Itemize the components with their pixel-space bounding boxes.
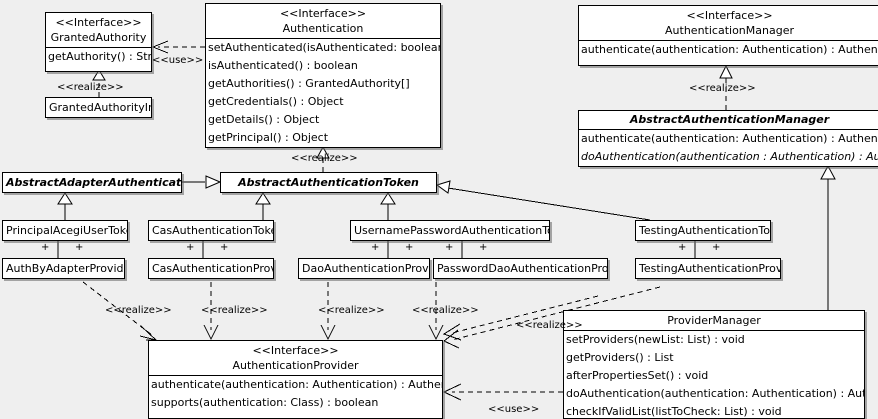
stereotype-label: <<Interface>> [279, 7, 367, 20]
edge-label: <<realize>> [318, 305, 385, 316]
edge-label: <<use>> [488, 404, 540, 415]
association-plus-marker: + [479, 242, 488, 253]
class-box-authentication[interactable]: <<Interface>> Authentication setAuthenti… [205, 3, 441, 148]
class-name: DaoAuthenticationProvider [302, 262, 429, 275]
class-name: GrantedAuthorityImpl [49, 101, 151, 114]
class-name: CasAuthenticationToken [152, 224, 273, 237]
class-box-dao-authentication-provider[interactable]: DaoAuthenticationProvider [298, 258, 430, 279]
class-box-auth-by-adapter-provider[interactable]: AuthByAdapterProvider [2, 258, 125, 279]
association-plus-marker: + [405, 242, 414, 253]
class-name: AbstractAdapterAuthenticationToken [6, 176, 181, 189]
operation: authenticate(authentication: Authenticat… [151, 378, 442, 391]
operation: doAuthentication(authentication: Authent… [566, 387, 864, 400]
class-name: AbstractAuthenticationManager [629, 113, 830, 126]
association-plus-marker: + [220, 242, 229, 253]
class-name: AuthByAdapterProvider [6, 262, 124, 275]
class-header-abstract-authentication-manager: AbstractAuthenticationManager [579, 111, 878, 129]
class-box-authentication-provider[interactable]: <<Interface>> AuthenticationProvider aut… [148, 340, 443, 419]
class-name: AuthenticationProvider [232, 359, 359, 372]
edge-label: <<realize>> [291, 153, 358, 164]
class-box-username-password-authentication-token[interactable]: UsernamePasswordAuthenticationToken [350, 220, 550, 241]
class-name: TestingAuthenticationToken [639, 224, 770, 237]
operations-compartment: authenticate(authentication: Authenticat… [579, 40, 878, 59]
class-box-testing-authentication-provider[interactable]: TestingAuthenticationProvider [635, 258, 781, 279]
operation: getCredentials() : Object [208, 95, 344, 108]
edge-label: <<realize>> [689, 83, 756, 94]
class-name: PasswordDaoAuthenticationProvider [437, 262, 607, 275]
edge-label: <<realize>> [57, 82, 124, 93]
class-name: TestingAuthenticationProvider [639, 262, 780, 275]
class-box-authentication-manager[interactable]: <<Interface>> AuthenticationManager auth… [578, 5, 878, 66]
edge-label: <<realize>> [516, 320, 583, 331]
association-plus-marker: + [712, 242, 721, 253]
class-box-password-dao-authentication-provider[interactable]: PasswordDaoAuthenticationProvider [433, 258, 608, 279]
class-name: AbstractAuthenticationToken [238, 176, 419, 189]
association-plus-marker: + [371, 242, 380, 253]
operation: getAuthority() : String [48, 50, 151, 63]
class-box-granted-authority[interactable]: <<Interface>> GrantedAuthority getAuthor… [45, 12, 152, 72]
association-plus-marker: + [678, 242, 687, 253]
class-box-granted-authority-impl[interactable]: GrantedAuthorityImpl [45, 97, 152, 118]
edge-label: <<realize>> [412, 305, 479, 316]
operation: getProviders() : List [566, 351, 674, 364]
operation: setAuthenticated(isAuthenticated: boolea… [208, 41, 440, 54]
class-box-abstract-authentication-manager[interactable]: AbstractAuthenticationManager authentica… [578, 110, 878, 167]
stereotype-label: <<Interface>> [686, 9, 773, 22]
operation: afterPropertiesSet() : void [566, 369, 709, 382]
class-header-authentication-manager: <<Interface>> AuthenticationManager [579, 6, 878, 40]
operations-compartment: setAuthenticated(isAuthenticated: boolea… [206, 38, 440, 147]
operations-compartment: authenticate(authentication: Authenticat… [149, 375, 442, 412]
class-box-cas-authentication-token[interactable]: CasAuthenticationToken [148, 220, 274, 241]
association-plus-marker: + [75, 242, 84, 253]
association-plus-marker: + [41, 242, 50, 253]
class-box-principal-acegi-user-token[interactable]: PrincipalAcegiUserToken [2, 220, 128, 241]
class-header-authentication-provider: <<Interface>> AuthenticationProvider [149, 341, 442, 375]
class-box-abstract-authentication-token[interactable]: AbstractAuthenticationToken [220, 172, 437, 193]
operations-compartment: setProviders(newList: List) : void getPr… [564, 330, 864, 419]
class-name: AuthenticationManager [665, 24, 794, 37]
class-name: CasAuthenticationProvider [152, 262, 273, 275]
operation: getAuthorities() : GrantedAuthority[] [208, 77, 410, 90]
class-name: UsernamePasswordAuthenticationToken [354, 224, 549, 237]
operation: authenticate(authentication: Authenticat… [581, 132, 878, 145]
class-box-cas-authentication-provider[interactable]: CasAuthenticationProvider [148, 258, 274, 279]
association-plus-marker: + [445, 242, 454, 253]
operations-compartment: getAuthority() : String [46, 47, 151, 66]
class-header-authentication: <<Interface>> Authentication [206, 4, 440, 38]
edge-label: <<realize>> [105, 305, 172, 316]
class-header-granted-authority: <<Interface>> GrantedAuthority [46, 13, 151, 47]
operation: isAuthenticated() : boolean [208, 59, 358, 72]
operation: doAuthentication(authentication : Authen… [581, 150, 878, 163]
class-name: PrincipalAcegiUserToken [6, 224, 127, 237]
operation: getPrincipal() : Object [208, 131, 329, 144]
class-box-abstract-adapter-authentication-token[interactable]: AbstractAdapterAuthenticationToken [2, 172, 182, 193]
stereotype-label: <<Interface>> [55, 16, 142, 29]
operation: supports(authentication: Class) : boolea… [151, 396, 379, 409]
operations-compartment: authenticate(authentication: Authenticat… [579, 129, 878, 166]
class-name: ProviderManager [667, 314, 761, 327]
association-plus-marker: + [186, 242, 195, 253]
operation: getDetails() : Object [208, 113, 320, 126]
class-box-testing-authentication-token[interactable]: TestingAuthenticationToken [635, 220, 771, 241]
class-name: Authentication [282, 22, 364, 35]
operation: checkIfValidList(listToCheck: List) : vo… [566, 405, 782, 418]
stereotype-label: <<Interface>> [252, 344, 339, 357]
edge-label: <<realize>> [201, 305, 268, 316]
class-name: GrantedAuthority [50, 31, 147, 44]
edge-label: <<use>> [152, 55, 204, 66]
class-box-provider-manager[interactable]: ProviderManager setProviders(newList: Li… [563, 310, 865, 419]
operation: setProviders(newList: List) : void [566, 333, 745, 346]
operation: authenticate(authentication: Authenticat… [581, 43, 878, 56]
class-header-provider-manager: ProviderManager [564, 311, 864, 330]
